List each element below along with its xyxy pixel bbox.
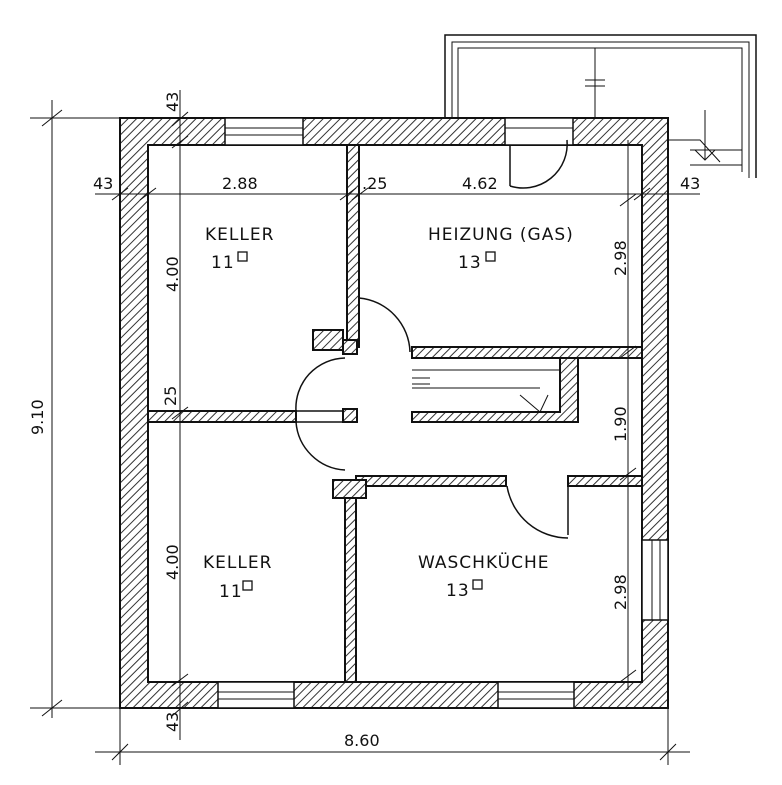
door-keller-top: [358, 297, 411, 353]
chimney-block-upper: [312, 329, 358, 355]
dim-keller-top-height: 4.00: [163, 256, 182, 292]
wall-heizung-hall: [411, 346, 643, 359]
area-marker-keller-top: [237, 251, 248, 262]
door-waschkueche: [506, 485, 569, 539]
light-shaft: [444, 34, 757, 178]
dim-heizung-height: 2.98: [611, 240, 630, 276]
dim-wall-left: 43: [93, 174, 113, 193]
door-heizung: [509, 139, 568, 189]
window-right: [641, 539, 669, 621]
window-top-left: [224, 117, 304, 146]
room-name-keller-top: KELLER: [205, 225, 274, 245]
chimney-block-lower: [332, 479, 367, 499]
room-area-heizung: 13: [458, 253, 482, 273]
wall-vertical-upper: [346, 144, 360, 348]
dim-wall-top-left: 43: [163, 92, 182, 112]
wall-hall-wasch-left: [355, 475, 507, 487]
dim-inner-wall: .25: [362, 174, 387, 193]
area-marker-keller-bottom: [242, 580, 253, 591]
wall-vertical-lower: [344, 483, 357, 683]
room-area-keller-bottom: 11: [219, 582, 243, 602]
dim-wasch-height: 2.98: [611, 574, 630, 610]
wall-horizontal-left: [147, 410, 297, 423]
room-area-waschkueche: 13: [446, 581, 470, 601]
dim-wall-bottom: 43: [163, 712, 182, 732]
stair-wall: [411, 357, 579, 423]
room-name-waschkueche: WASCHKÜCHE: [418, 551, 549, 573]
dim-total-width: 8.60: [344, 731, 380, 750]
room-area-keller-top: 11: [211, 253, 235, 273]
door-keller-bottom: [295, 421, 346, 471]
window-bottom-left: [217, 681, 295, 709]
door-keller-left: [295, 357, 346, 412]
area-marker-wasch: [472, 579, 483, 590]
wall-hall-wasch-right: [567, 475, 643, 487]
dim-lines: [30, 90, 700, 765]
dim-hall-height: 1.90: [611, 406, 630, 442]
dim-heizung-width: 4.62: [462, 174, 498, 193]
room-name-heizung: HEIZUNG (GAS): [428, 225, 574, 245]
area-marker-heizung: [485, 251, 496, 262]
window-bottom-right: [497, 681, 575, 709]
stair: [412, 369, 560, 413]
room-name-keller-bottom: KELLER: [203, 553, 272, 573]
dim-keller-width: 2.88: [222, 174, 258, 193]
window-top-right: [504, 117, 574, 146]
dim-keller-bottom-height: 4.00: [163, 544, 182, 580]
dim-mid-wall: 25: [161, 386, 180, 406]
dim-total-height: 9.10: [28, 399, 47, 435]
wall-stub-left: [342, 408, 358, 423]
dim-wall-right: 43: [680, 174, 700, 193]
